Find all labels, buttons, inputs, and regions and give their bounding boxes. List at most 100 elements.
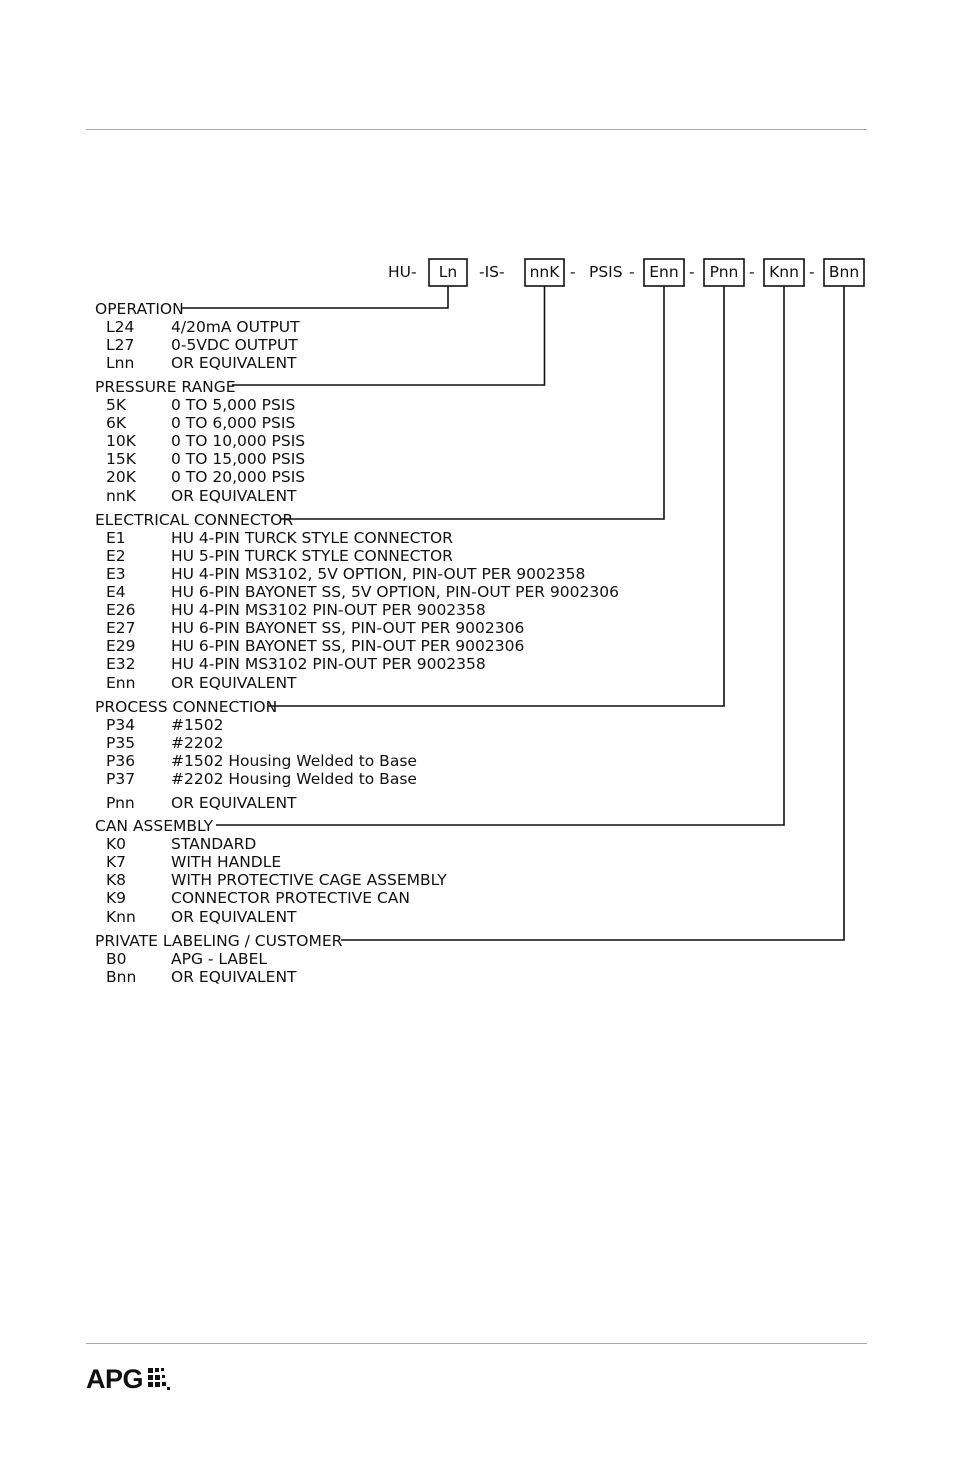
logo-wordmark: APG	[86, 1364, 144, 1394]
box-can-label: Knn	[769, 263, 799, 281]
item-desc: 0 TO 15,000 PSIS	[171, 450, 305, 468]
item-code: E32	[106, 655, 136, 673]
item-desc: #1502	[171, 716, 223, 734]
section-pressure-range: PRESSURE RANGE 5K 0 TO 5,000 PSIS 6K 0 T…	[95, 378, 305, 505]
item-desc: HU 4-PIN TURCK STYLE CONNECTOR	[171, 529, 453, 547]
item-code: P34	[106, 716, 135, 734]
section-can-assembly: CAN ASSEMBLY K0 STANDARD K7 WITH HANDLE …	[95, 817, 447, 926]
item-desc: #1502 Housing Welded to Base	[171, 752, 417, 770]
model-sep-2: -	[570, 263, 576, 281]
item-desc: 0 TO 10,000 PSIS	[171, 432, 305, 450]
model-sep-is: -IS-	[479, 263, 505, 281]
connector-label	[341, 286, 845, 941]
model-sep-5: -	[749, 263, 755, 281]
box-electrical-label: Enn	[649, 263, 678, 281]
item-desc: HU 6-PIN BAYONET SS, PIN-OUT PER 9002306	[171, 637, 524, 655]
section-electrical-connector: ELECTRICAL CONNECTOR E1 HU 4-PIN TURCK S…	[95, 511, 619, 692]
item-code: K9	[106, 889, 126, 907]
item-desc: HU 6-PIN BAYONET SS, 5V OPTION, PIN-OUT …	[171, 583, 619, 601]
item-code: K0	[106, 835, 126, 853]
item-desc: OR EQUIVALENT	[171, 968, 297, 986]
header-rule	[86, 129, 867, 130]
connector-lines	[181, 286, 845, 941]
item-code: Lnn	[106, 354, 134, 372]
connector-process	[268, 286, 725, 707]
item-code: P36	[106, 752, 135, 770]
item-code: B0	[106, 950, 127, 968]
model-prefix: HU-	[388, 263, 417, 281]
section-title: OPERATION	[95, 300, 184, 318]
item-desc: CONNECTOR PROTECTIVE CAN	[171, 889, 410, 907]
item-code: E4	[106, 583, 126, 601]
item-code: E2	[106, 547, 126, 565]
footer-rule	[86, 1343, 867, 1344]
item-desc: HU 6-PIN BAYONET SS, PIN-OUT PER 9002306	[171, 619, 524, 637]
item-desc: 0 TO 20,000 PSIS	[171, 468, 305, 486]
section-operation: OPERATION L24 4/20mA OUTPUT L27 0-5VDC O…	[95, 300, 300, 372]
item-desc: HU 4-PIN MS3102, 5V OPTION, PIN-OUT PER …	[171, 565, 585, 583]
item-desc: HU 4-PIN MS3102 PIN-OUT PER 9002358	[171, 601, 486, 619]
item-code: K7	[106, 853, 126, 871]
item-code: L27	[106, 336, 134, 354]
item-code: Knn	[106, 908, 136, 926]
item-desc: OR EQUIVALENT	[171, 674, 297, 692]
item-desc: WITH HANDLE	[171, 853, 281, 871]
logo-grid-icon	[148, 1368, 171, 1390]
section-process-connection: PROCESS CONNECTION P34 #1502 P35 #2202 P…	[95, 698, 417, 812]
item-code: E29	[106, 637, 136, 655]
model-psis: PSIS	[589, 263, 623, 281]
section-title: PRESSURE RANGE	[95, 378, 236, 396]
item-code: Pnn	[106, 794, 135, 812]
connector-electrical	[280, 286, 665, 520]
connector-operation	[181, 286, 449, 309]
model-sep-4: -	[689, 263, 695, 281]
item-desc: OR EQUIVALENT	[171, 487, 297, 505]
apg-logo: APG	[86, 1364, 171, 1394]
item-code: P37	[106, 770, 135, 788]
item-code: E1	[106, 529, 126, 547]
item-desc: 0 TO 5,000 PSIS	[171, 396, 295, 414]
item-desc: WITH PROTECTIVE CAGE ASSEMBLY	[171, 871, 447, 889]
item-desc: 4/20mA OUTPUT	[171, 318, 300, 336]
item-code: 5K	[106, 396, 127, 414]
item-code: 10K	[106, 432, 137, 450]
item-code: 20K	[106, 468, 137, 486]
box-label-label: Bnn	[829, 263, 859, 281]
connector-pressure	[232, 286, 546, 386]
item-desc: OR EQUIVALENT	[171, 908, 297, 926]
box-pressure-label: nnK	[530, 263, 561, 281]
item-code: L24	[106, 318, 134, 336]
item-desc: OR EQUIVALENT	[171, 794, 297, 812]
item-code: Bnn	[106, 968, 136, 986]
item-code: 15K	[106, 450, 137, 468]
item-code: Enn	[106, 674, 135, 692]
item-desc: APG - LABEL	[171, 950, 267, 968]
item-desc: #2202 Housing Welded to Base	[171, 770, 417, 788]
model-string: HU- Ln -IS- nnK - PSIS - Enn - Pnn - Knn…	[388, 258, 865, 287]
item-desc: HU 5-PIN TURCK STYLE CONNECTOR	[171, 547, 453, 565]
item-code: P35	[106, 734, 135, 752]
item-desc: HU 4-PIN MS3102 PIN-OUT PER 9002358	[171, 655, 486, 673]
model-sep-3: -	[629, 263, 635, 281]
item-desc: OR EQUIVALENT	[171, 354, 297, 372]
item-code: E3	[106, 565, 126, 583]
item-code: K8	[106, 871, 126, 889]
item-desc: #2202	[171, 734, 223, 752]
section-title: PRIVATE LABELING / CUSTOMER	[95, 932, 343, 950]
section-title: CAN ASSEMBLY	[95, 817, 214, 835]
model-sep-6: -	[809, 263, 815, 281]
connector-can	[216, 286, 785, 826]
box-operation-label: Ln	[439, 263, 457, 281]
section-title: ELECTRICAL CONNECTOR	[95, 511, 293, 529]
item-code: E26	[106, 601, 136, 619]
section-title: PROCESS CONNECTION	[95, 698, 277, 716]
item-code: E27	[106, 619, 136, 637]
box-process-label: Pnn	[710, 263, 739, 281]
item-code: nnK	[106, 487, 137, 505]
section-private-labeling: PRIVATE LABELING / CUSTOMER B0 APG - LAB…	[95, 932, 343, 986]
item-desc: 0-5VDC OUTPUT	[171, 336, 298, 354]
item-desc: STANDARD	[171, 835, 256, 853]
item-desc: 0 TO 6,000 PSIS	[171, 414, 295, 432]
item-code: 6K	[106, 414, 127, 432]
